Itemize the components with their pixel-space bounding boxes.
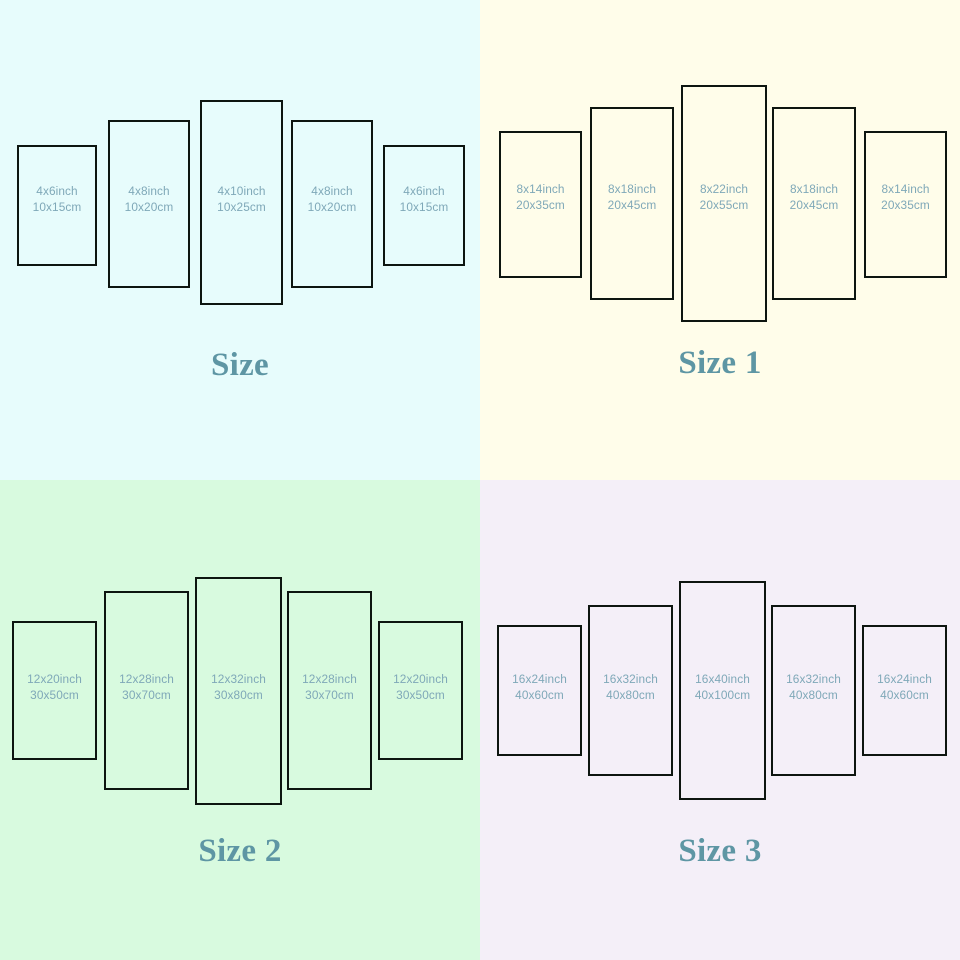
panel-size-cm: 10x15cm — [32, 199, 82, 214]
quadrant-title: Size 1 — [678, 345, 762, 381]
panel-size-inch: 16x40inch — [695, 672, 750, 686]
panel-size-inch: 8x14inch — [881, 182, 930, 196]
panel-size-cm: 20x55cm — [699, 197, 749, 212]
panel-size-inch: 16x24inch — [512, 672, 567, 686]
panel-size-cm: 20x35cm — [516, 197, 565, 212]
panel-size-inch: 16x24inch — [877, 672, 932, 686]
quadrant-title: Size 2 — [198, 833, 282, 869]
panel-size-cm: 10x25cm — [217, 199, 266, 214]
panel-size-cm: 10x20cm — [307, 199, 357, 214]
panel-size-inch: 12x32inch — [211, 672, 266, 686]
quadrant-title: Size 3 — [678, 833, 762, 869]
panel-size-inch: 12x20inch — [27, 672, 82, 686]
panel-size-cm: 20x45cm — [607, 197, 657, 212]
panel-size-cm: 20x45cm — [789, 197, 839, 212]
panel-size-cm: 30x70cm — [122, 687, 171, 702]
panel-size-inch: 4x8inch — [128, 184, 170, 198]
panel-size-cm: 40x80cm — [606, 687, 655, 702]
panel-size-inch: 12x28inch — [302, 672, 357, 686]
panel-size-inch: 8x22inch — [699, 182, 749, 196]
panel-size-cm: 30x50cm — [30, 687, 79, 702]
panel-size-cm: 30x70cm — [305, 687, 354, 702]
panel-size-inch: 4x8inch — [311, 184, 353, 198]
panel-size-inch: 4x6inch — [36, 184, 78, 198]
panel-size-cm: 30x80cm — [214, 687, 263, 702]
panel-size-cm: 10x15cm — [399, 199, 449, 214]
panel-size-inch: 12x20inch — [393, 672, 448, 686]
panel-size-inch: 8x18inch — [607, 182, 657, 196]
panel-size-cm: 40x60cm — [515, 687, 564, 702]
panel-size-inch: 12x28inch — [119, 672, 174, 686]
panel-size-inch: 16x32inch — [786, 672, 841, 686]
panel-size-inch: 4x10inch — [217, 184, 266, 198]
panel-size-cm: 20x35cm — [881, 197, 930, 212]
panel-size-cm: 30x50cm — [396, 687, 445, 702]
panel-size-inch: 16x32inch — [603, 672, 658, 686]
panel-size-cm: 40x100cm — [694, 687, 751, 702]
panel-size-cm: 10x20cm — [124, 199, 174, 214]
panel-size-inch: 4x6inch — [403, 184, 445, 198]
panel-size-cm: 40x80cm — [789, 687, 838, 702]
panel-size-inch: 8x18inch — [789, 182, 839, 196]
quadrant-title: Size — [210, 347, 269, 383]
panel-size-cm: 40x60cm — [880, 687, 929, 702]
panel-size-inch: 8x14inch — [516, 182, 565, 196]
